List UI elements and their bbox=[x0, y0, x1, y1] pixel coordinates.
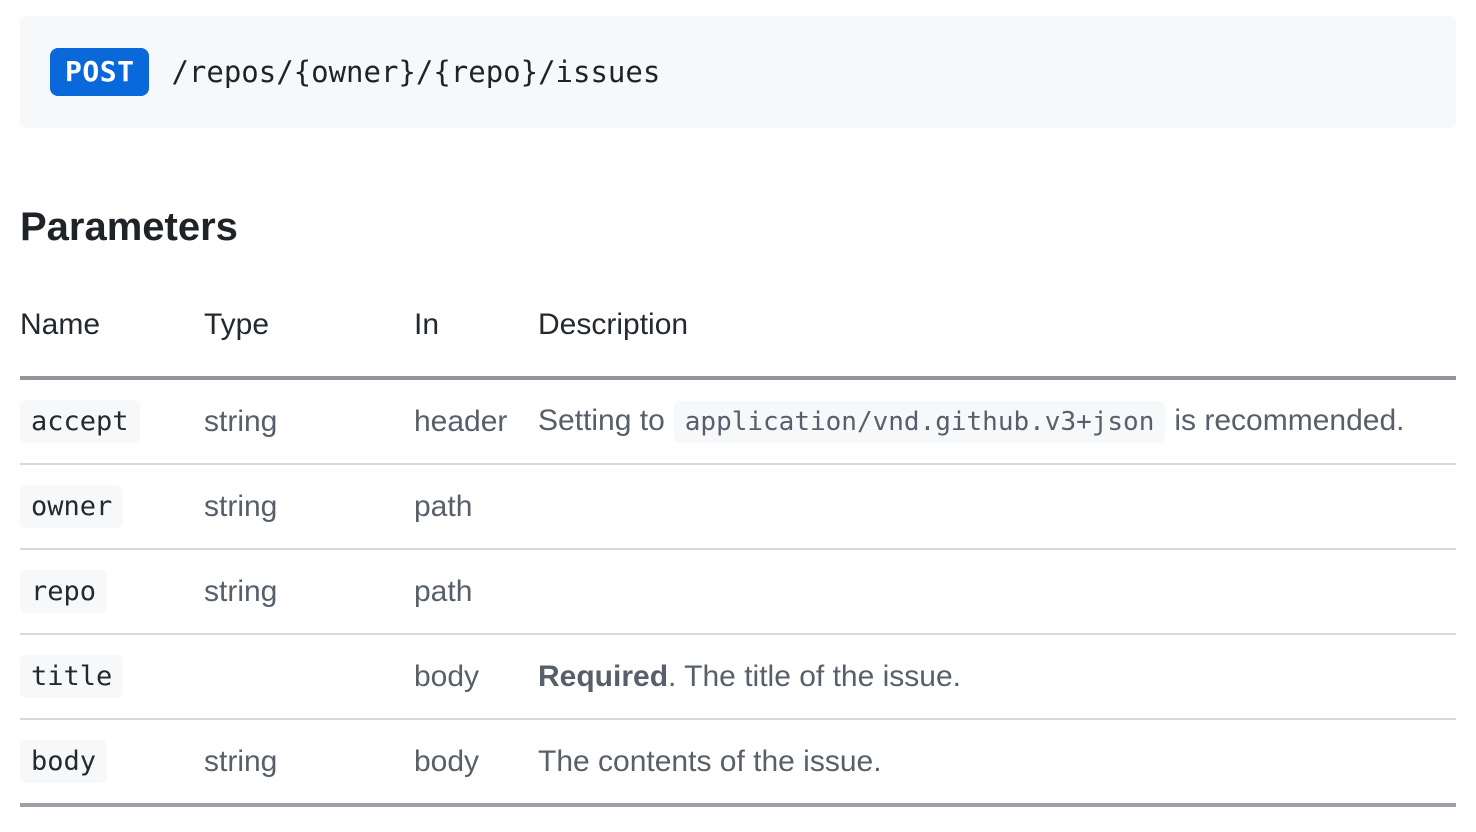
param-in-cell: body bbox=[414, 719, 538, 807]
table-row-title: title body Required. The title of the is… bbox=[20, 634, 1456, 720]
table-row-repo: repo string path bbox=[20, 549, 1456, 635]
param-description-cell bbox=[538, 464, 1456, 550]
param-in-cell: body bbox=[414, 634, 538, 720]
param-name-chip: accept bbox=[20, 400, 140, 443]
description-text: Setting to bbox=[538, 403, 665, 437]
table-row-owner: owner string path bbox=[20, 464, 1456, 550]
param-in-cell: path bbox=[414, 549, 538, 635]
description-text: . The title of the issue. bbox=[668, 659, 961, 693]
column-header-in: In bbox=[414, 294, 538, 380]
param-description-cell bbox=[538, 549, 1456, 635]
table-row-body: body string body The contents of the iss… bbox=[20, 719, 1456, 807]
param-name-cell: body bbox=[20, 719, 204, 807]
param-type-cell: string bbox=[204, 719, 414, 807]
http-method-badge: POST bbox=[50, 48, 150, 96]
column-header-name: Name bbox=[20, 294, 204, 380]
param-name-chip: body bbox=[20, 740, 108, 783]
table-header-row: Name Type In Description bbox=[20, 294, 1456, 380]
param-name-chip: title bbox=[20, 655, 124, 698]
endpoint-header: POST /repos/{owner}/{repo}/issues bbox=[20, 16, 1456, 128]
param-name-cell: repo bbox=[20, 549, 204, 635]
param-name-chip: repo bbox=[20, 570, 108, 613]
param-in-cell: path bbox=[414, 464, 538, 550]
column-header-type: Type bbox=[204, 294, 414, 380]
api-docs-page: POST /repos/{owner}/{repo}/issues Parame… bbox=[0, 16, 1476, 807]
inline-code-chip: application/vnd.github.v3+json bbox=[673, 400, 1166, 443]
param-name-cell: title bbox=[20, 634, 204, 720]
description-text: is recommended. bbox=[1174, 403, 1405, 437]
param-description-cell: The contents of the issue. bbox=[538, 719, 1456, 807]
param-type-cell: string bbox=[204, 464, 414, 550]
parameters-heading: Parameters bbox=[20, 205, 238, 249]
param-name-chip: owner bbox=[20, 485, 124, 528]
required-label: Required bbox=[538, 659, 669, 693]
param-name-cell: accept bbox=[20, 378, 204, 465]
endpoint-path: /repos/{owner}/{repo}/issues bbox=[171, 55, 661, 89]
param-name-cell: owner bbox=[20, 464, 204, 550]
param-type-cell bbox=[204, 634, 414, 720]
column-header-description: Description bbox=[538, 294, 1456, 380]
param-type-cell: string bbox=[204, 549, 414, 635]
param-description-cell: Required. The title of the issue. bbox=[538, 634, 1456, 720]
parameters-table: Name Type In Description accept string h… bbox=[20, 294, 1456, 807]
param-type-cell: string bbox=[204, 378, 414, 465]
param-in-cell: header bbox=[414, 378, 538, 465]
